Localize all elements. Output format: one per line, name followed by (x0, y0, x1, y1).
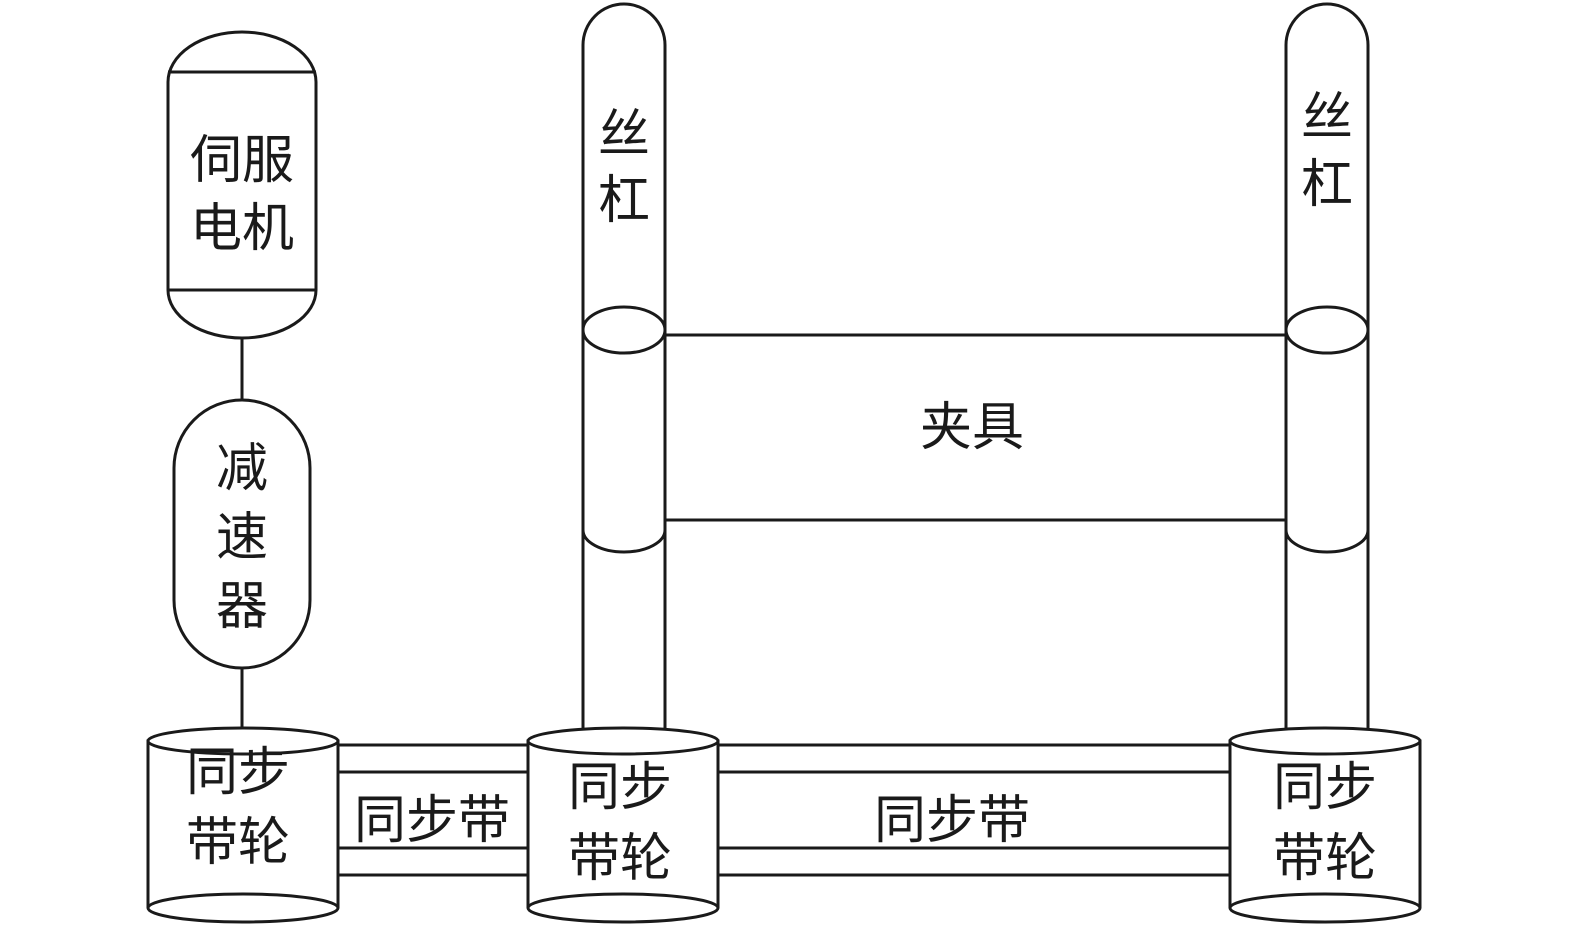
timing-pulley-middle-label-2: 带轮 (568, 829, 672, 889)
lead-screw-right-label-1: 丝 (1301, 88, 1353, 148)
fixture-label: 夹具 (920, 398, 1024, 458)
lead-screw-right-label-2: 杠 (1301, 155, 1353, 215)
reducer: 减 速 器 (172, 398, 312, 670)
timing-belt-left-label: 同步带 (354, 791, 510, 851)
screw-nut-left (581, 305, 667, 554)
lead-screw-left-label-1: 丝 (598, 105, 650, 165)
servo-motor-label-2: 电机 (190, 199, 294, 259)
timing-pulley-middle: 同步 带轮 (526, 726, 720, 924)
reducer-label-1: 减 (216, 439, 268, 499)
screw-nut-right (1284, 305, 1370, 554)
timing-pulley-left: 同步 带轮 (146, 726, 340, 924)
timing-pulley-right-label-2: 带轮 (1273, 829, 1377, 889)
timing-belt-right-label: 同步带 (874, 791, 1030, 851)
servo-motor: 伺服 电机 (166, 30, 318, 340)
fixture: 夹具 (663, 333, 1288, 522)
timing-pulley-right-label-1: 同步 (1273, 758, 1377, 818)
timing-belt-left: 同步带 (334, 743, 532, 877)
timing-belt-right: 同步带 (714, 743, 1234, 877)
timing-pulley-left-label-2: 带轮 (186, 813, 290, 873)
timing-pulley-right: 同步 带轮 (1228, 726, 1422, 924)
timing-pulley-left-label-1: 同步 (186, 743, 290, 803)
reducer-label-3: 器 (216, 577, 268, 637)
servo-motor-label-1: 伺服 (190, 131, 294, 191)
timing-pulley-middle-label-1: 同步 (568, 758, 672, 818)
reducer-label-2: 速 (216, 508, 268, 568)
lead-screw-left-label-2: 杠 (598, 171, 650, 231)
